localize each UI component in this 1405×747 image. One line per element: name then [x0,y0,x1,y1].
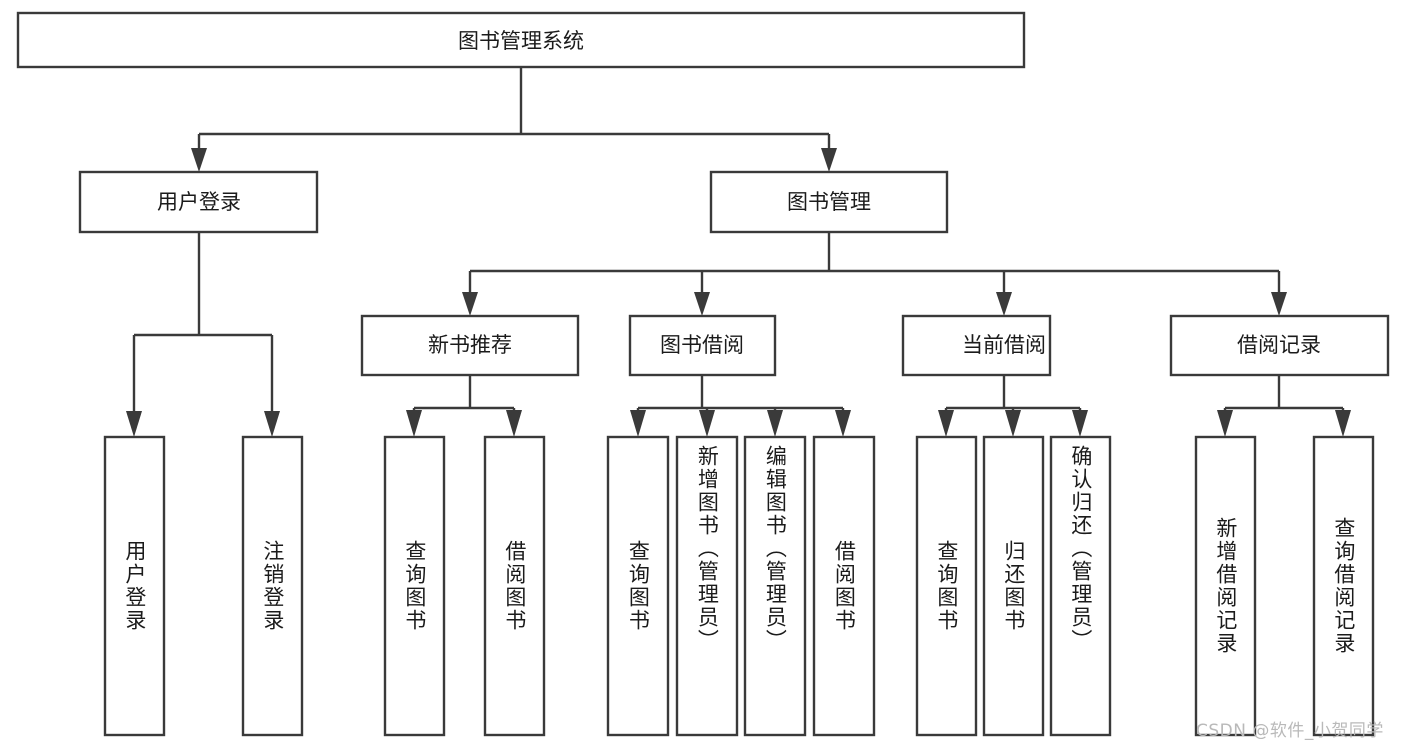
arrow-head-new-book-recommend [462,292,478,316]
leaf-box-query-book-3[interactable] [915,435,978,737]
leaf-box-query-book-1[interactable] [383,435,446,737]
leaf-box-borrow-book-1[interactable] [483,435,546,737]
node-current-borrow-box[interactable] [901,314,1052,377]
connector-group-borrow-record [1217,375,1351,437]
arrow-head-leaf-query-book-3 [938,410,954,437]
leaf-group-borrow-record [1194,435,1375,737]
node-book-manage[interactable]: 图书管理 [709,170,949,234]
node-user-login[interactable]: 用户登录 [78,170,319,234]
arrow-head-leaf-add-book [699,410,715,437]
arrow-head-leaf-user-logout [264,411,280,437]
arrow-head-borrow-record [1271,292,1287,316]
leaf-box-borrow-book-2[interactable] [812,435,876,737]
node-borrow-record-box[interactable] [1169,314,1390,377]
node-new-book-recommend-label: 新书推荐 [428,333,512,357]
leaf-box-add-record[interactable] [1194,435,1257,737]
leaf-box-query-book-2[interactable] [606,435,670,737]
arrow-head-leaf-query-record [1335,410,1351,437]
leaf-box-edit-book[interactable] [743,435,807,737]
leaf-box-add-book[interactable] [675,435,739,737]
arrow-head-user-login [191,148,207,172]
arrow-head-leaf-borrow-book-1 [506,410,522,437]
arrow-head-leaf-query-book-2 [630,410,646,437]
connector-group-current-borrow [938,375,1088,437]
arrow-head-leaf-user-login [126,411,142,437]
connector-group-user-login [126,232,280,437]
arrow-head-book-borrow [694,292,710,316]
node-current-borrow[interactable]: 当前借阅 [901,314,1052,377]
node-borrow-record[interactable]: 借阅记录 [1169,314,1390,377]
leaf-box-user-login[interactable] [103,435,166,737]
leaf-box-query-record[interactable] [1312,435,1375,737]
node-book-manage-label: 图书管理 [787,190,871,214]
node-root[interactable]: 图书管理系统 [16,11,1026,69]
node-root-box[interactable] [16,11,1026,69]
arrow-head-leaf-edit-book [767,410,783,437]
leaf-box-user-logout[interactable] [241,435,304,737]
arrow-head-leaf-return-book [1005,410,1021,437]
connector-group-book-manage [462,232,1287,316]
node-current-borrow-label: 当前借阅 [962,333,1046,357]
connector-group-root [191,67,837,172]
connector-group-new-book-recommend [406,375,522,437]
node-new-book-recommend-box[interactable] [360,314,580,377]
arrow-head-leaf-query-book-1 [406,410,422,437]
arrow-head-leaf-borrow-book-2 [835,410,851,437]
csdn-watermark: CSDN @软件_小贺同学 [1196,721,1384,741]
node-book-borrow-label: 图书借阅 [660,333,744,357]
arrow-head-leaf-confirm-return [1072,410,1088,437]
node-user-login-label: 用户登录 [157,190,241,214]
node-book-borrow-box[interactable] [628,314,777,377]
node-root-label: 图书管理系统 [458,29,584,53]
arrow-head-book-manage [821,148,837,172]
node-book-borrow[interactable]: 图书借阅 [628,314,777,377]
leaf-group-current-borrow [915,435,1112,737]
leaf-box-return-book[interactable] [982,435,1045,737]
leaf-group-user-login [103,435,304,737]
connector-group-book-borrow [630,375,851,437]
arrow-head-leaf-add-record [1217,410,1233,437]
node-borrow-record-label: 借阅记录 [1237,333,1321,357]
leaf-group-book-borrow [606,435,876,737]
leaf-box-confirm-return[interactable] [1049,435,1112,737]
leaf-group-new-book-recommend [383,435,546,737]
node-user-login-box[interactable] [78,170,319,234]
arrow-head-current-borrow [996,292,1012,316]
node-book-manage-box[interactable] [709,170,949,234]
node-new-book-recommend[interactable]: 新书推荐 [360,314,580,377]
